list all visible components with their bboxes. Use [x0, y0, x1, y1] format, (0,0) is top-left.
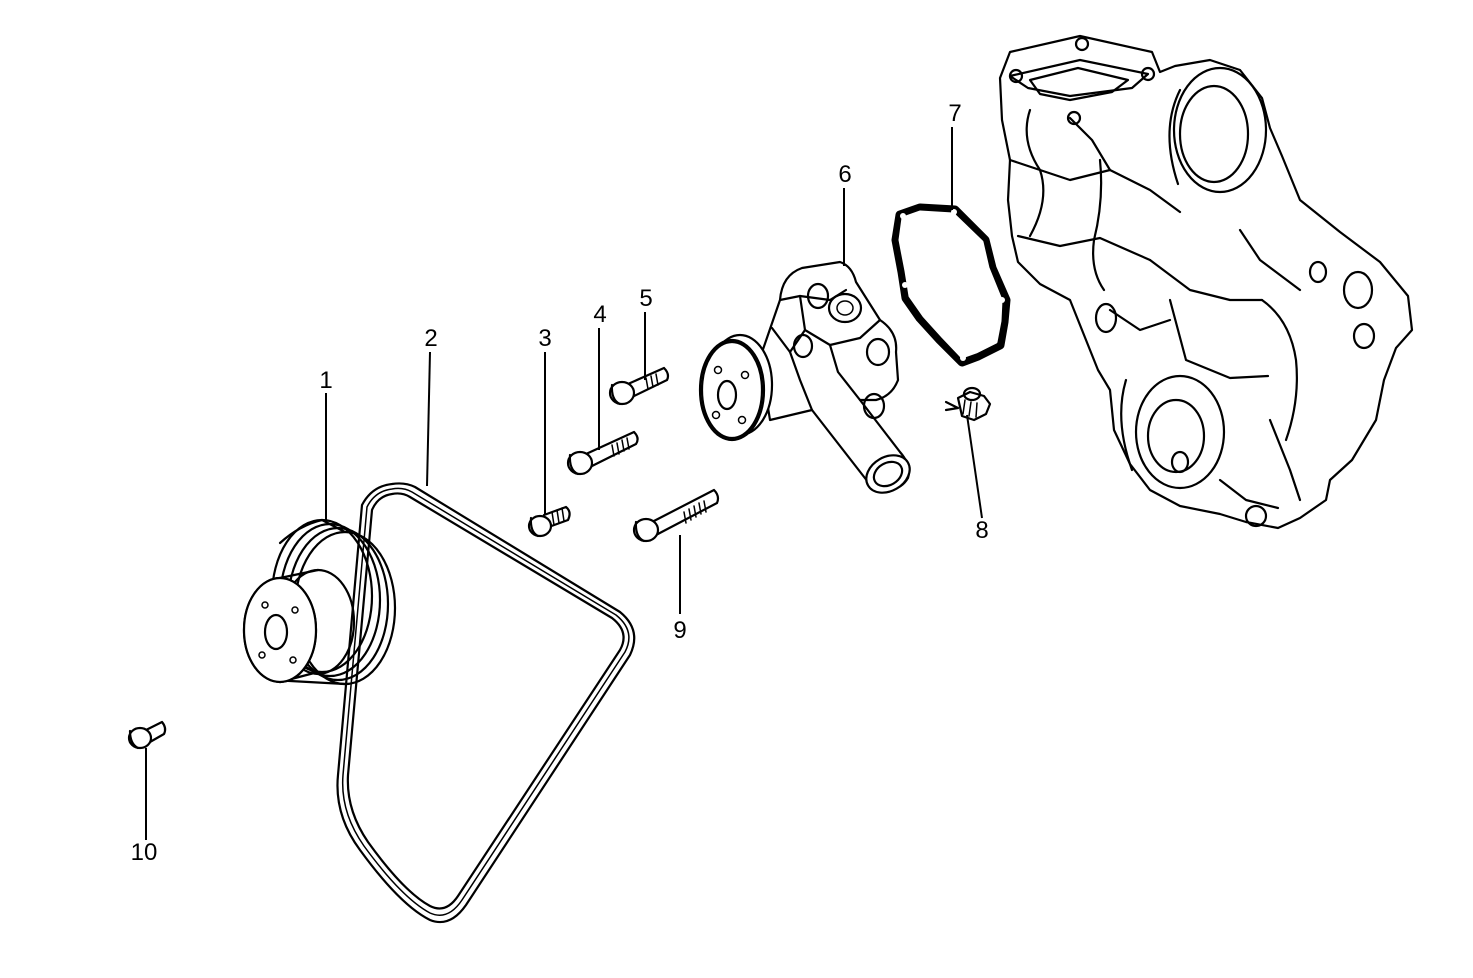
pulley-icon: [242, 518, 397, 686]
gasket-icon: [891, 203, 1011, 367]
callouts: 1 2 3 4 5 6 7 8 9 10: [131, 100, 989, 866]
callout-1: 1: [319, 367, 332, 394]
short-bolt-icon: [527, 505, 571, 538]
sensor-icon: [944, 386, 992, 422]
gear-case-icon: [998, 34, 1414, 530]
callout-9: 9: [673, 617, 686, 644]
callout-10: 10: [131, 839, 158, 866]
callout-5: 5: [639, 285, 652, 312]
callout-8: 8: [975, 517, 988, 544]
bolt-icon: [608, 366, 670, 406]
callout-6: 6: [838, 161, 851, 188]
callout-2: 2: [424, 325, 437, 352]
callout-7: 7: [948, 100, 961, 127]
plug-icon: [127, 720, 167, 750]
leader-lines: [145, 127, 983, 840]
bolt-icon: [566, 430, 639, 476]
callout-4: 4: [593, 301, 606, 328]
callout-3: 3: [538, 325, 551, 352]
water-pump-icon: [698, 260, 911, 494]
belt-icon: [336, 482, 636, 924]
long-bolt-icon: [632, 488, 720, 543]
